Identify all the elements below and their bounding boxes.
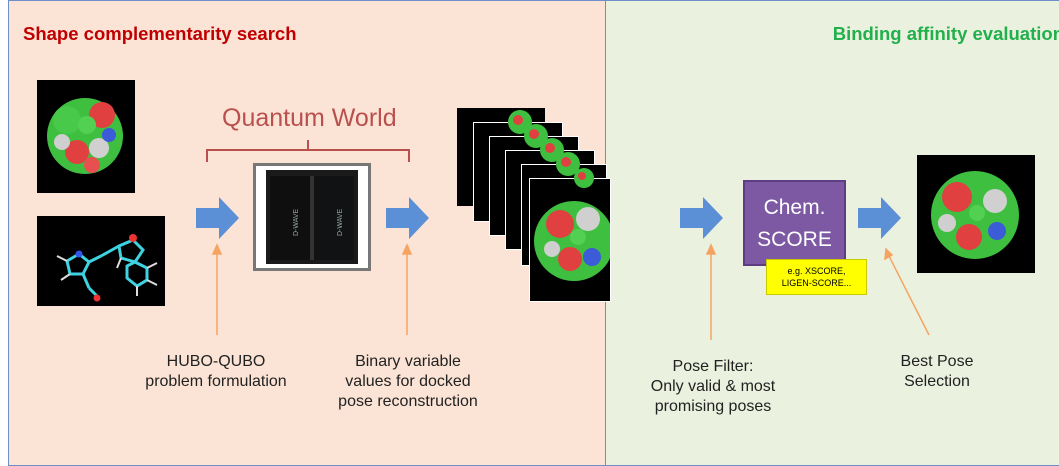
arrow-right-icon	[196, 197, 239, 239]
chem-score-line1: Chem.	[763, 196, 826, 219]
caption-binary-line3: pose reconstruction	[338, 393, 478, 410]
caption-hubo-line1: HUBO-QUBO	[166, 353, 266, 370]
pointer-line-best-pose	[887, 253, 930, 336]
arrow-right-icon	[386, 197, 429, 239]
chem-note-line1: e.g. XSCORE,	[787, 266, 846, 276]
caption-hubo-line2: problem formulation	[145, 373, 287, 390]
caption-pose-filter-line3: promising poses	[654, 398, 772, 415]
shape-search-title: Shape complementarity search	[23, 23, 297, 44]
quantum-brace	[206, 140, 410, 162]
protein-image	[37, 80, 135, 193]
caption-binary-line2: values for docked	[345, 373, 471, 390]
caption-best-pose-line1: Best Pose	[900, 353, 974, 370]
arrow-right-icon	[680, 197, 723, 239]
best-pose-protein-icon	[931, 171, 1019, 259]
chem-score-box: Chem. SCORE	[743, 180, 846, 266]
caption-pose-filter-line1: Pose Filter:	[672, 358, 754, 375]
caption-pose-filter: Pose Filter: Only valid & most promising…	[628, 357, 798, 417]
pose-card-front	[529, 178, 614, 302]
quantum-computer-image: D-WAVE D-WAVE	[253, 163, 371, 271]
arrow-right-icon	[858, 197, 901, 239]
dwave-brand-left: D-WAVE	[293, 208, 300, 236]
caption-pose-filter-line2: Only valid & most	[650, 378, 776, 395]
chem-note-line2: LIGEN-SCORE...	[781, 278, 852, 288]
protein-surface-icon	[47, 98, 123, 174]
caption-best-pose-line2: Selection	[904, 373, 970, 390]
chem-score-line2: SCORE	[757, 228, 832, 251]
best-pose-image	[917, 155, 1035, 273]
ligand-image	[37, 216, 165, 306]
caption-binary-values: Binary variable values for docked pose r…	[316, 352, 500, 412]
quantum-world-label: Quantum World	[222, 104, 397, 132]
caption-hubo-qubo: HUBO-QUBO problem formulation	[120, 352, 312, 392]
dwave-computer-icon: D-WAVE D-WAVE	[266, 170, 358, 264]
pose-protein-icon	[534, 201, 614, 281]
ligand-molecule-icon	[56, 234, 158, 302]
binding-affinity-title: Binding affinity evaluation	[832, 23, 1059, 44]
caption-binary-line1: Binary variable	[355, 353, 461, 370]
chem-score-note: e.g. XSCORE, LIGEN-SCORE...	[766, 259, 867, 295]
caption-best-pose: Best Pose Selection	[882, 352, 992, 392]
dwave-brand-right: D-WAVE	[337, 208, 344, 236]
